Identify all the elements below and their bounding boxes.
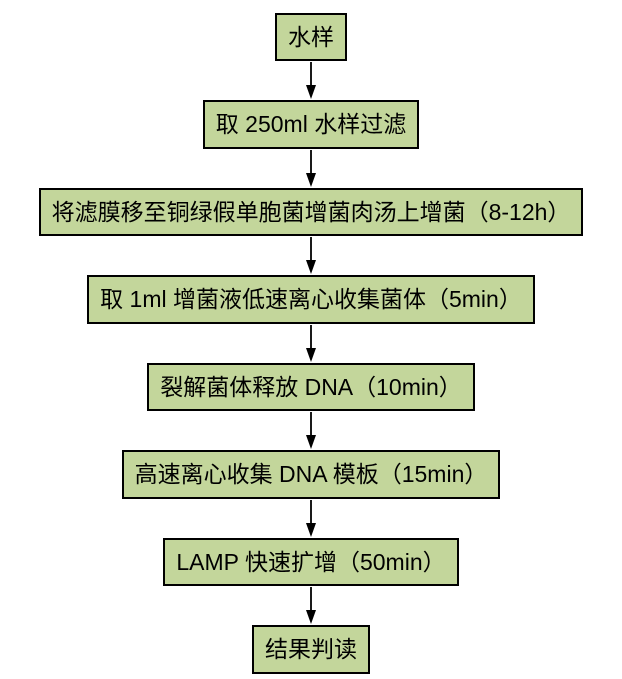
down-arrow-icon <box>306 412 316 450</box>
flow-step-label: LAMP 快速扩增（50min） <box>176 548 446 575</box>
flow-step-label: 水样 <box>288 24 334 50</box>
down-arrow-icon <box>306 62 316 100</box>
down-arrow-icon <box>306 324 316 362</box>
down-arrow-icon <box>306 149 316 187</box>
flow-step-lysis-release-dna: 裂解菌体释放 DNA（10min） <box>147 362 475 412</box>
flow-step-filter-sample: 取 250ml 水样过滤 <box>202 100 420 149</box>
flow-step-low-speed-centrifuge: 取 1ml 增菌液低速离心收集菌体（5min） <box>87 275 535 324</box>
down-arrow-icon <box>306 237 316 275</box>
flow-step-label: 将滤膜移至铜绿假单胞菌增菌肉汤上增菌（8-12h） <box>51 198 571 225</box>
down-arrow-icon <box>306 499 316 537</box>
down-arrow-icon <box>306 587 316 625</box>
flow-step-label: 取 1ml 增菌液低速离心收集菌体（5min） <box>100 286 522 313</box>
flow-step-water-sample: 水样 <box>275 13 347 62</box>
flow-step-label: 取 250ml 水样过滤 <box>215 111 407 138</box>
flow-step-label: 高速离心收集 DNA 模板（15min） <box>134 461 488 488</box>
flow-step-label: 裂解菌体释放 DNA（10min） <box>160 373 462 400</box>
flow-step-high-speed-centrifuge: 高速离心收集 DNA 模板（15min） <box>121 450 501 499</box>
flow-step-enrichment: 将滤膜移至铜绿假单胞菌增菌肉汤上增菌（8-12h） <box>38 187 584 237</box>
flow-step-result-interpretation: 结果判读 <box>252 625 370 674</box>
flow-step-lamp-amplification: LAMP 快速扩增（50min） <box>163 537 459 587</box>
flow-step-label: 结果判读 <box>265 636 357 663</box>
